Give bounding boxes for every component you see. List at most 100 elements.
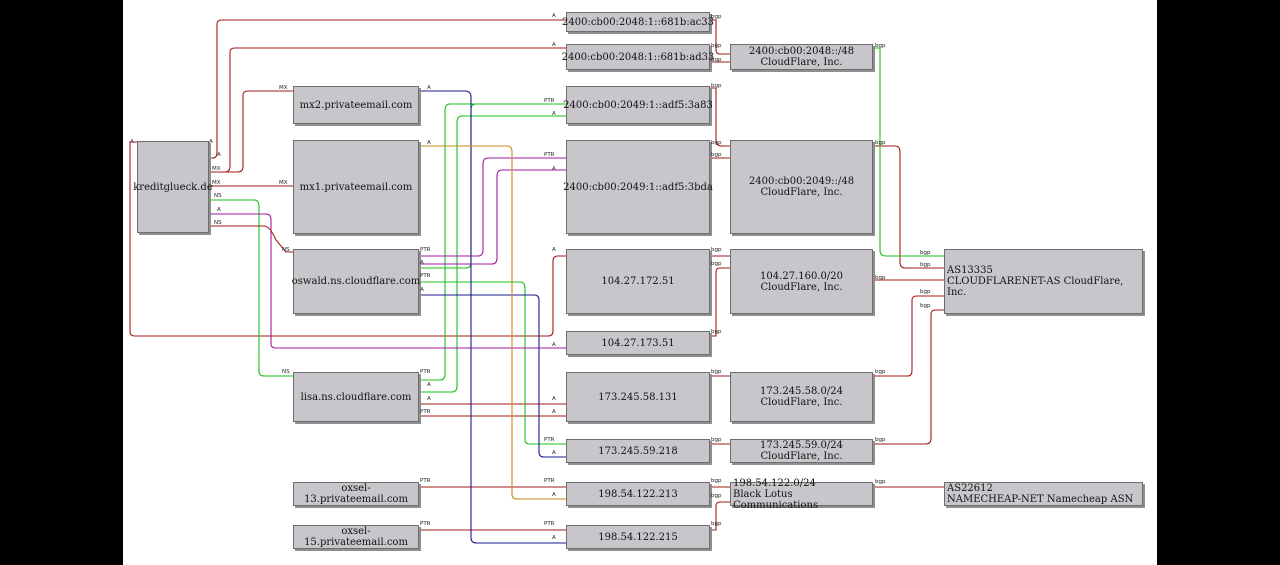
node-label: 2400:cb00:2049::/48 CloudFlare, Inc. (748, 176, 855, 198)
node-ip-172[interactable]: 104.27.172.51 (566, 249, 710, 314)
edge-label-ns: NS (214, 220, 222, 226)
edge-lisa-a-3a83 (419, 103, 566, 381)
edge-label-a: A (427, 396, 431, 402)
edge-a-ip-173 (209, 213, 566, 349)
edge-label-ptr: PTR (420, 273, 431, 279)
node-ip-215[interactable]: 198.54.122.215 (566, 525, 710, 549)
edge-label-bgp: bgp (711, 493, 722, 499)
edge-label-bgp: bgp (920, 303, 931, 309)
node-net-198[interactable]: 198.54.122.0/24 Black Lotus Communicatio… (730, 478, 873, 511)
edge-label-ptr: PTR (420, 521, 431, 527)
node-mx1[interactable]: mx1.privateemail.com (293, 140, 419, 234)
node-label: 104.27.172.51 (601, 276, 675, 287)
edge-label-bgp: bgp (711, 140, 722, 146)
edge-label-bgp: bgp (711, 43, 722, 49)
node-label: 173.245.59.218 (598, 445, 678, 457)
edge-label-bgp: bgp (875, 479, 886, 485)
edge-label-a: A (427, 382, 431, 388)
edge-a-173 (129, 141, 566, 337)
node-ip6-ac33[interactable]: 2400:cb00:2048:1::681b:ac33 (562, 12, 714, 32)
edge-label-bgp: bgp (711, 478, 722, 484)
edge-label-bgp: bgp (920, 250, 931, 256)
node-label: oxsel-13.privateemail.com (304, 483, 408, 505)
node-net-2049[interactable]: 2400:cb00:2049::/48 CloudFlare, Inc. (730, 140, 873, 234)
node-kreditglueck[interactable]: kreditglueck.de (133, 141, 213, 233)
edge-label-a: A (552, 492, 556, 498)
edge-label-ptr: PTR (544, 437, 555, 443)
edge-label-ns: NS (282, 247, 290, 253)
edge-label-a: A (209, 139, 213, 145)
edge-label-a: A (552, 409, 556, 415)
edge-bgp-2049 (873, 145, 944, 269)
edge-label-ptr: PTR (420, 369, 431, 375)
node-label: 2400:cb00:2048:1::681b:ad33 (561, 51, 715, 63)
edge-bgp-59as (873, 309, 944, 445)
node-ip-173[interactable]: 104.27.173.51 (566, 331, 710, 355)
edge-bgp-ac33 (710, 19, 730, 55)
node-label: kreditglueck.de (133, 181, 213, 193)
edge-oswald-3bda2 (419, 169, 566, 265)
node-label: 173.245.59.0/24 CloudFlare, Inc. (760, 440, 843, 462)
node-lisa[interactable]: lisa.ns.cloudflare.com (293, 372, 419, 422)
edge-label-mx: MX (279, 180, 288, 186)
node-label: mx1.privateemail.com (299, 181, 413, 193)
edge-bgp-215 (710, 501, 730, 531)
node-ip6-ad33[interactable]: 2400:cb00:2048:1::681b:ad33 (562, 44, 714, 70)
edge-label-a: A (552, 111, 556, 117)
node-net-59[interactable]: 173.245.59.0/24 CloudFlare, Inc. (730, 439, 873, 463)
edge-label-mx: MX (212, 166, 221, 172)
node-label: 2400:cb00:2048:1::681b:ac33 (562, 16, 714, 28)
node-ip-213[interactable]: 198.54.122.213 (566, 482, 710, 506)
edge-label-bgp: bgp (875, 275, 886, 281)
node-oxsel13[interactable]: oxsel-13.privateemail.com (293, 482, 419, 506)
node-as13335[interactable]: AS13335 CLOUDFLARENET-AS CloudFlare, Inc… (944, 249, 1143, 314)
edge-label-a: A (552, 342, 556, 348)
edge-label-ptr: PTR (420, 247, 431, 253)
edge-bgp-2048 (873, 47, 944, 257)
edge-label-a: A (217, 152, 221, 158)
node-mx2[interactable]: mx2.privateemail.com (293, 86, 419, 124)
node-label: 173.245.58.0/24 CloudFlare, Inc. (760, 386, 843, 408)
edge-label-bgp: bgp (875, 369, 886, 375)
edge-mx2-a (419, 90, 566, 544)
edge-label-bgp: bgp (920, 262, 931, 268)
edge-label-a: A (217, 207, 221, 213)
edge-label-bgp: bgp (711, 521, 722, 527)
edge-label-ns: NS (282, 369, 290, 375)
edge-label-bgp: bgp (711, 14, 722, 20)
edge-label-a: A (552, 42, 556, 48)
node-label: 104.27.173.51 (601, 337, 675, 349)
edge-oswald-ptr (419, 103, 477, 269)
edge-label-bgp: bgp (875, 437, 886, 443)
edge-label-bgp: bgp (711, 83, 722, 89)
edge-label-a: A (552, 247, 556, 253)
edge-mx2 (209, 90, 293, 173)
edge-label-a: A (552, 450, 556, 456)
node-net-2048[interactable]: 2400:cb00:2048::/48 CloudFlare, Inc. (730, 44, 873, 70)
edge-oswald-blue (419, 294, 566, 458)
node-label: 173.245.58.131 (598, 391, 678, 403)
node-net-104[interactable]: 104.27.160.0/20 CloudFlare, Inc. (730, 249, 873, 314)
edge-label-ns: NS (214, 193, 222, 199)
edge-oswald-3bda (419, 157, 566, 257)
node-ip6-3bda[interactable]: 2400:cb00:2049:1::adf5:3bda (563, 140, 713, 234)
edge-lisa-a-3bda (419, 115, 566, 393)
node-ip6-3a83[interactable]: 2400:cb00:2049:1::adf5:3a83 (563, 86, 713, 124)
node-oxsel15[interactable]: oxsel-15.privateemail.com (293, 525, 419, 549)
node-label: 2400:cb00:2049:1::adf5:3a83 (563, 99, 713, 111)
node-label: 2400:cb00:2048::/48 CloudFlare, Inc. (748, 46, 855, 68)
edge-label-ptr: PTR (544, 152, 555, 158)
edge-a-ac33 (209, 19, 566, 159)
edge-label-bgp: bgp (875, 140, 886, 146)
node-ip-59[interactable]: 173.245.59.218 (566, 439, 710, 463)
node-net-58[interactable]: 173.245.58.0/24 CloudFlare, Inc. (730, 372, 873, 422)
edge-label-a: A (420, 287, 424, 293)
node-label: 198.54.122.0/24 Black Lotus Communicatio… (733, 477, 819, 511)
node-label: 2400:cb00:2049:1::adf5:3bda (563, 181, 713, 193)
node-as22612[interactable]: AS22612 NAMECHEAP-NET Namecheap ASN (944, 482, 1143, 506)
edge-oswald-59 (419, 281, 566, 445)
node-ip-58[interactable]: 173.245.58.131 (566, 372, 710, 422)
edge-label-bgp: bgp (711, 369, 722, 375)
node-oswald[interactable]: oswald.ns.cloudflare.com (292, 249, 420, 314)
